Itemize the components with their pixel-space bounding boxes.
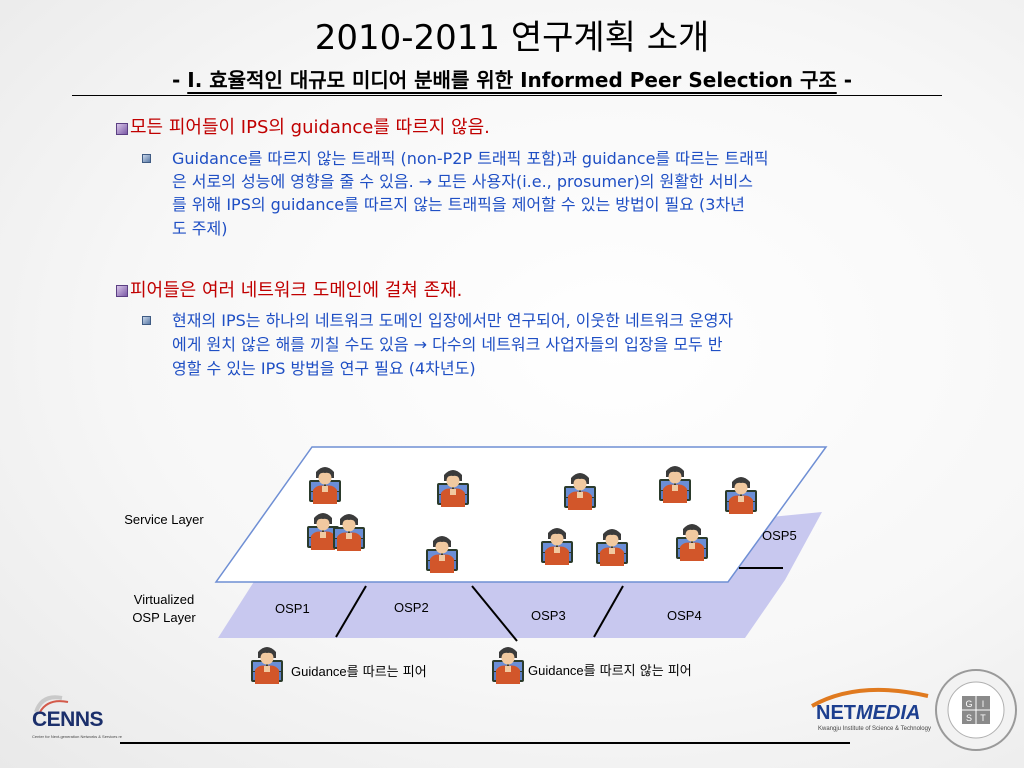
- bullet-1-text: 모든 피어들이 IPS의 guidance를 따르지 않음.: [130, 117, 490, 138]
- netmedia-wordmark: NETMEDIA: [816, 702, 920, 725]
- osp-divider: [471, 585, 518, 642]
- legend-following-rest: 를 따르는 피어: [346, 665, 427, 680]
- gist-letter-g: G: [965, 699, 972, 709]
- cenns-logo: CENNS Center for Next-generation Network…: [28, 690, 122, 740]
- netmedia-media: MEDIA: [856, 702, 921, 724]
- legend-nonfollowing-peer-icon: [492, 647, 524, 684]
- sub-bullet-square-icon: [142, 154, 151, 163]
- osp-divider: [335, 585, 367, 638]
- gist-letter-t: T: [980, 713, 986, 723]
- osp4-label: OSP4: [667, 608, 702, 623]
- bullet-2-sub-line-3: 영할 수 있는 IPS 방법을 연구 필요 (4차년도): [172, 359, 476, 378]
- osp3-label: OSP3: [531, 608, 566, 623]
- bullet-1-sub-line-3: 를 위해 IPS의 guidance를 따르지 않는 트래픽을 제어할 수 있는…: [172, 195, 745, 214]
- netmedia-swoosh-icon: [811, 687, 929, 708]
- netmedia-net: NET: [816, 702, 856, 724]
- cenns-logo-sub: Center for Next-generation Networks & Se…: [32, 734, 122, 739]
- subtitle-main: I. 효율적인 대규모 미디어 분배를 위한 Informed Peer Sel…: [187, 68, 837, 92]
- subtitle-prefix: -: [171, 68, 188, 92]
- cenns-logo-text: CENNS: [32, 708, 104, 731]
- service-layer-plane: [214, 446, 828, 583]
- legend-following-label: Guidance를 따르는 피어: [291, 661, 427, 680]
- footer-divider: [120, 742, 850, 744]
- slide-title: 2010-2011 연구계획 소개: [314, 18, 710, 58]
- bullet-1-sub-line-4: 도 주제): [172, 219, 228, 238]
- gist-letter-s: S: [966, 713, 972, 723]
- bullet-square-icon: [116, 285, 128, 297]
- legend-following-word: Guidance: [291, 664, 347, 679]
- netmedia-logo: NETMEDIA Kwangju Institute of Science & …: [808, 686, 936, 740]
- bullet-2-text: 피어들은 여러 네트워크 도메인에 걸쳐 존재.: [130, 280, 463, 301]
- legend-nonfollowing-word: Guidance: [528, 663, 584, 678]
- bullet-1-sub-line-1: Guidance를 따르지 않는 트래픽 (non-P2P 트래픽 포함)과 g…: [172, 149, 769, 168]
- bullet-2-sub-line-1: 현재의 IPS는 하나의 네트워크 도메인 입장에서만 연구되어, 이웃한 네트…: [172, 311, 734, 330]
- osp-layer-label-line-1: Virtualized: [133, 592, 195, 607]
- bullet-2-sub-line-2: 에게 원치 않은 해를 끼칠 수도 있음 → 다수의 네트워크 사업자들의 입장…: [172, 335, 723, 354]
- bullet-square-icon: [116, 123, 128, 135]
- gist-seal-icon: G I S T: [935, 669, 1017, 751]
- osp1-label: OSP1: [275, 601, 310, 616]
- service-layer-label: Service Layer: [124, 512, 204, 527]
- bullet-1-sub-line-2: 은 서로의 성능에 영향을 줄 수 있음. → 모든 사용자(i.e., pro…: [172, 172, 753, 191]
- gist-letter-i: I: [982, 699, 985, 709]
- cenns-swoosh-icon: [34, 695, 69, 713]
- osp-layer-band: [218, 580, 785, 638]
- sub-bullet-square-icon: [142, 316, 151, 325]
- subtitle-suffix: -: [836, 68, 853, 92]
- legend-nonfollowing-label: Guidance를 따르지 않는 피어: [528, 660, 692, 679]
- osp-layer-label-line-2: OSP Layer: [132, 610, 196, 625]
- osp-divider: [593, 585, 624, 638]
- osp5-label: OSP5: [762, 528, 797, 543]
- subtitle-underline: [72, 95, 942, 96]
- legend-following-peer-icon: [251, 647, 283, 684]
- legend-nonfollowing-rest: 를 따르지 않는 피어: [583, 664, 692, 679]
- osp2-label: OSP2: [394, 600, 429, 615]
- netmedia-sub: Kwangju Institute of Science & Technolog…: [818, 726, 931, 732]
- slide-subtitle: - I. 효율적인 대규모 미디어 분배를 위한 Informed Peer S…: [0, 64, 1024, 93]
